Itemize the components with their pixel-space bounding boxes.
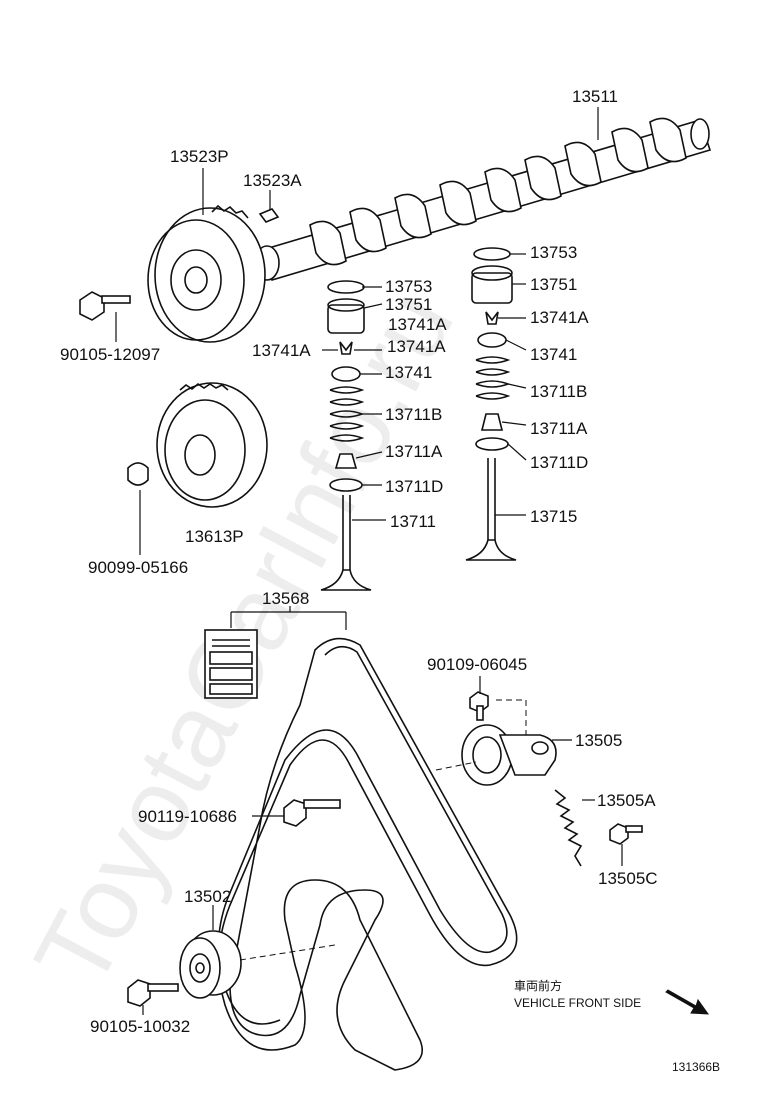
- bolt-90105-10032: [127, 979, 179, 1007]
- label-90119-10686: 90119-10686: [138, 807, 237, 826]
- front-note-en: VEHICLE FRONT SIDE: [514, 996, 641, 1010]
- bolt-90119-10686: [283, 799, 341, 827]
- intake-valve-assembly: [320, 280, 372, 591]
- label-13505A: 13505A: [597, 791, 656, 810]
- label-13523A: 13523A: [243, 171, 302, 190]
- label-13711: 13711: [390, 512, 436, 531]
- tension-spring: [554, 789, 583, 867]
- label-13741A-intake-l: 13741A: [252, 341, 311, 360]
- label-13613P: 13613P: [185, 527, 244, 546]
- label-13711D-exhaust: 13711D: [530, 453, 588, 472]
- label-13711A-intake: 13711A: [385, 442, 443, 461]
- label-13741A-exhaust: 13741A: [530, 308, 589, 327]
- label-13741A-intake-c: 13741A: [387, 337, 446, 356]
- front-note-jp: 車両前方: [514, 978, 562, 993]
- label-13753-exhaust: 13753: [530, 243, 577, 262]
- label-13711A-exhaust: 13711A: [530, 419, 588, 438]
- front-direction-arrow-icon: [665, 989, 710, 1015]
- label-13505C: 13505C: [598, 869, 658, 888]
- label-13751-exhaust: 13751: [530, 275, 577, 294]
- exhaust-valve-assembly: [465, 247, 517, 561]
- timing-belt-label-tag: [204, 629, 258, 699]
- label-13715: 13715: [530, 507, 577, 526]
- timing-belt-tensioner: [461, 724, 557, 786]
- crankshaft-timing-pulley: [156, 382, 268, 508]
- label-13751-intake: 13751: [385, 295, 432, 314]
- diagram-id: 131366B: [672, 1060, 720, 1074]
- label-90105-10032: 90105-10032: [90, 1017, 190, 1036]
- label-13741A-intake-r: 13741A: [388, 315, 447, 334]
- camshaft-key: [258, 208, 280, 223]
- label-90105-12097: 90105-12097: [60, 345, 160, 364]
- label-13711B-exhaust: 13711B: [530, 382, 587, 401]
- label-90109-06045: 90109-06045: [427, 655, 527, 674]
- label-13741-exhaust: 13741: [530, 345, 577, 364]
- label-90099-05166: 90099-05166: [88, 558, 188, 577]
- label-13753-intake: 13753: [385, 277, 432, 296]
- label-13505: 13505: [575, 731, 622, 750]
- label-13711D-intake: 13711D: [385, 477, 443, 496]
- bolt-90105-12097: [79, 291, 131, 321]
- idler-pulley: [179, 930, 242, 999]
- label-13568: 13568: [262, 589, 309, 608]
- camshaft-timing-pulley: [147, 204, 266, 343]
- label-13741-intake: 13741: [385, 363, 432, 382]
- plug-90099-05166: [127, 462, 149, 486]
- label-13523P: 13523P: [170, 147, 229, 166]
- label-13511: 13511: [572, 87, 618, 106]
- label-13502: 13502: [184, 887, 231, 906]
- tensioner-stud: [609, 823, 643, 845]
- bolt-90109-06045: [469, 691, 489, 721]
- label-13711B-intake: 13711B: [385, 405, 442, 424]
